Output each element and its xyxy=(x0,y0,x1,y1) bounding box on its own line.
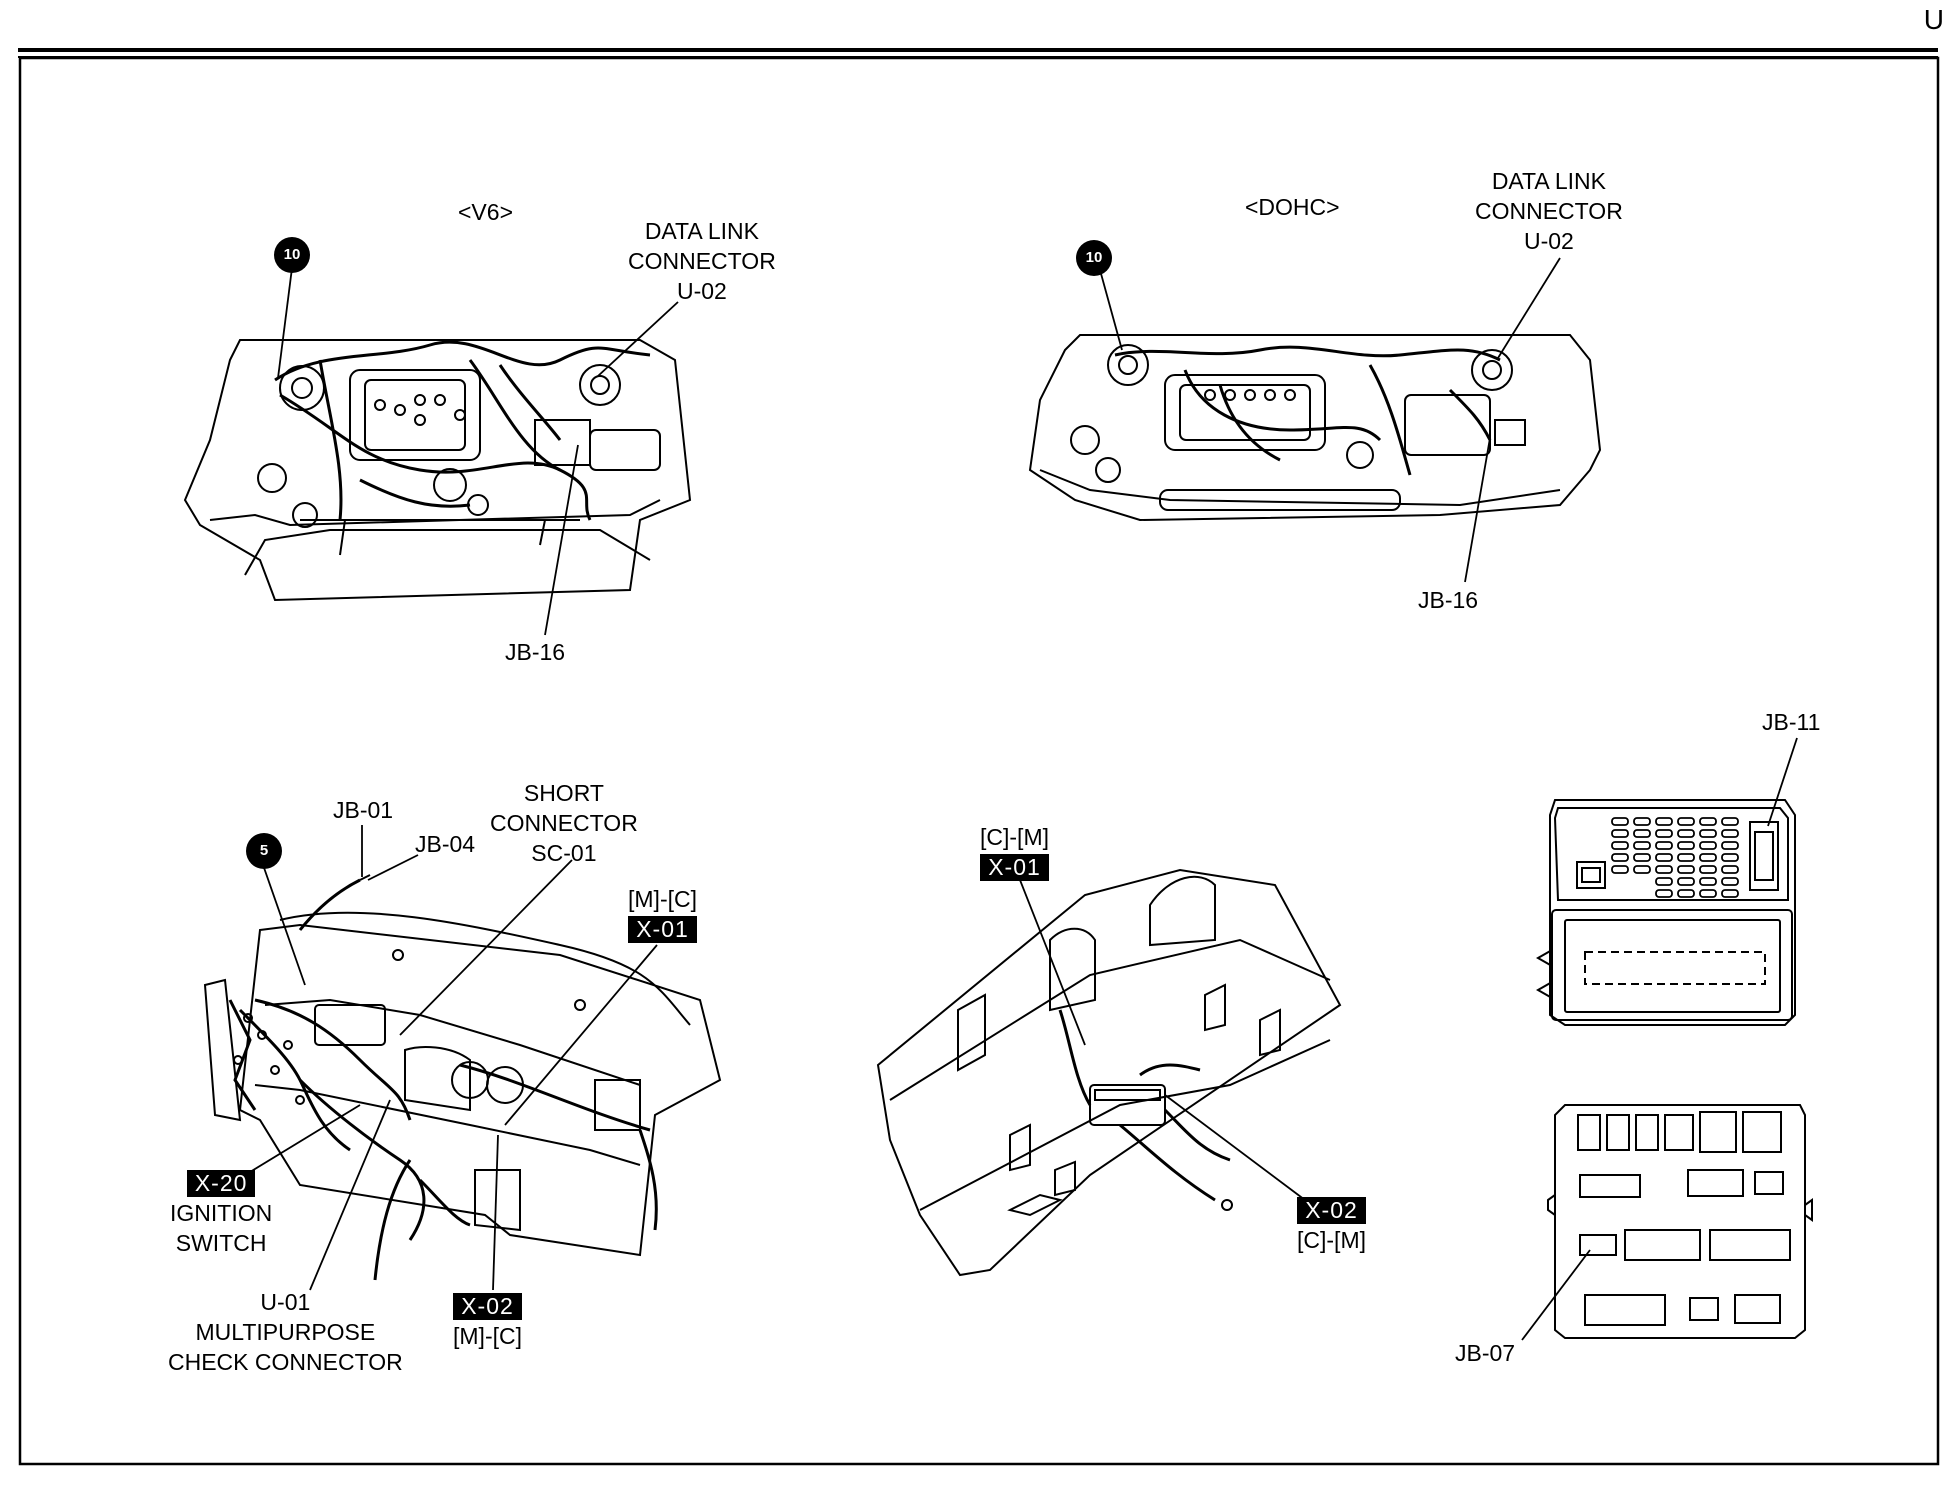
jb11-fuse-slot xyxy=(1721,865,1739,874)
dohc-jb16-label: JB-16 xyxy=(1418,587,1479,613)
jb11-fuse-slot xyxy=(1655,877,1673,886)
short-connector-label: SHORT CONNECTOR SC-01 xyxy=(490,780,638,866)
junction-box-jb11-drawing xyxy=(1535,799,1796,1026)
jb11-fuse-slot xyxy=(1721,889,1739,898)
dohc-ground-point-badge: 10 xyxy=(1076,240,1112,276)
jb11-fuse-slot xyxy=(1699,877,1717,886)
jb11-leader-line xyxy=(1767,737,1798,827)
jb11-fuse-slot xyxy=(1677,865,1695,874)
jb11-fuse-slot xyxy=(1611,841,1629,850)
jb11-fuse-slot xyxy=(1677,817,1695,826)
multipurpose-check-connector-label: U-01 MULTIPURPOSE CHECK CONNECTOR xyxy=(168,1289,403,1375)
section-letter: U xyxy=(1923,4,1944,35)
v6-jb16-label: JB-16 xyxy=(505,639,566,665)
jb11-fuse-slot xyxy=(1677,829,1695,838)
jb11-fuse-grid xyxy=(1611,817,1739,898)
floor-x01-tag: X-01 xyxy=(980,854,1049,881)
jb11-fuse-slot xyxy=(1699,889,1717,898)
dash-x01-tag: X-01 xyxy=(628,916,697,943)
jb07-leader-line xyxy=(1521,1249,1591,1341)
jb11-label: JB-11 xyxy=(1762,709,1821,735)
jb11-fuse-slot xyxy=(1699,817,1717,826)
jb11-fuse-slot xyxy=(1611,829,1629,838)
jb04-label: JB-04 xyxy=(415,831,476,857)
jb11-fuse-slot xyxy=(1699,853,1717,862)
jb11-fuse-slot xyxy=(1633,853,1651,862)
jb11-fuse-slot xyxy=(1677,853,1695,862)
jb11-fuse-slot xyxy=(1655,889,1673,898)
jb11-fuse-slot xyxy=(1633,829,1651,838)
jb11-fuse-slot xyxy=(1721,877,1739,886)
dohc-panel-title: <DOHC> xyxy=(1245,194,1340,220)
jb11-fuse-slot xyxy=(1633,865,1651,874)
v6-panel-title: <V6> xyxy=(458,199,513,225)
v6-engine-bay-drawing xyxy=(183,339,692,602)
jb11-fuse-slot xyxy=(1677,841,1695,850)
dashboard-harness-drawing xyxy=(203,874,722,1281)
jb11-fuse-slot xyxy=(1699,865,1717,874)
jb11-fuse-slot xyxy=(1633,841,1651,850)
jb11-fuse-slot xyxy=(1611,865,1629,874)
v6-data-link-connector-label: DATA LINK CONNECTOR U-02 xyxy=(628,218,776,304)
jb11-fuse-slot xyxy=(1611,853,1629,862)
jb11-fuse-slot xyxy=(1699,829,1717,838)
dash-ground-point-badge: 5 xyxy=(246,833,282,869)
dohc-engine-bay-drawing xyxy=(1028,334,1602,522)
dohc-data-link-connector-label: DATA LINK CONNECTOR U-02 xyxy=(1475,168,1623,254)
floor-harness-drawing xyxy=(876,868,1342,1277)
floor-x01-connector-label: [C]-[M] X-01 xyxy=(980,824,1049,881)
jb01-label: JB-01 xyxy=(333,797,394,823)
jb07-label: JB-07 xyxy=(1455,1340,1516,1366)
jb11-fuse-slot xyxy=(1677,889,1695,898)
jb11-fuse-slot xyxy=(1677,877,1695,886)
jb11-fuse-slot xyxy=(1655,865,1673,874)
junction-box-jb07-drawing xyxy=(1547,1104,1813,1339)
dash-x02-connector-label: X-02 [M]-[C] xyxy=(453,1293,522,1349)
page-frame xyxy=(18,48,1940,1466)
jb11-fuse-slot xyxy=(1655,853,1673,862)
jb11-fuse-slot xyxy=(1721,853,1739,862)
jb11-fuse-slot xyxy=(1721,829,1739,838)
ignition-switch-label: X-20 IGNITION SWITCH xyxy=(170,1170,273,1256)
jb11-fuse-slot xyxy=(1655,817,1673,826)
jb11-fuse-slot xyxy=(1611,817,1629,826)
floor-leader-lines xyxy=(1019,879,1306,1201)
jb11-fuse-slot xyxy=(1655,841,1673,850)
jb11-fuse-slot xyxy=(1699,841,1717,850)
dashboard-leader-lines xyxy=(249,825,658,1291)
v6-ground-point-badge: 10 xyxy=(274,237,310,273)
dohc-leader-lines xyxy=(1099,257,1561,583)
jb11-fuse-slot xyxy=(1655,829,1673,838)
floor-x02-tag: X-02 xyxy=(1297,1197,1366,1224)
dash-x01-connector-label: [M]-[C] X-01 xyxy=(628,886,697,943)
jb11-fuse-slot xyxy=(1721,841,1739,850)
dash-x02-tag: X-02 xyxy=(453,1293,522,1320)
floor-x02-connector-label: X-02 [C]-[M] xyxy=(1297,1197,1366,1253)
x20-tag: X-20 xyxy=(186,1170,256,1197)
jb11-fuse-slot xyxy=(1633,817,1651,826)
jb11-fuse-slot xyxy=(1721,817,1739,826)
v6-leader-lines xyxy=(277,267,679,636)
